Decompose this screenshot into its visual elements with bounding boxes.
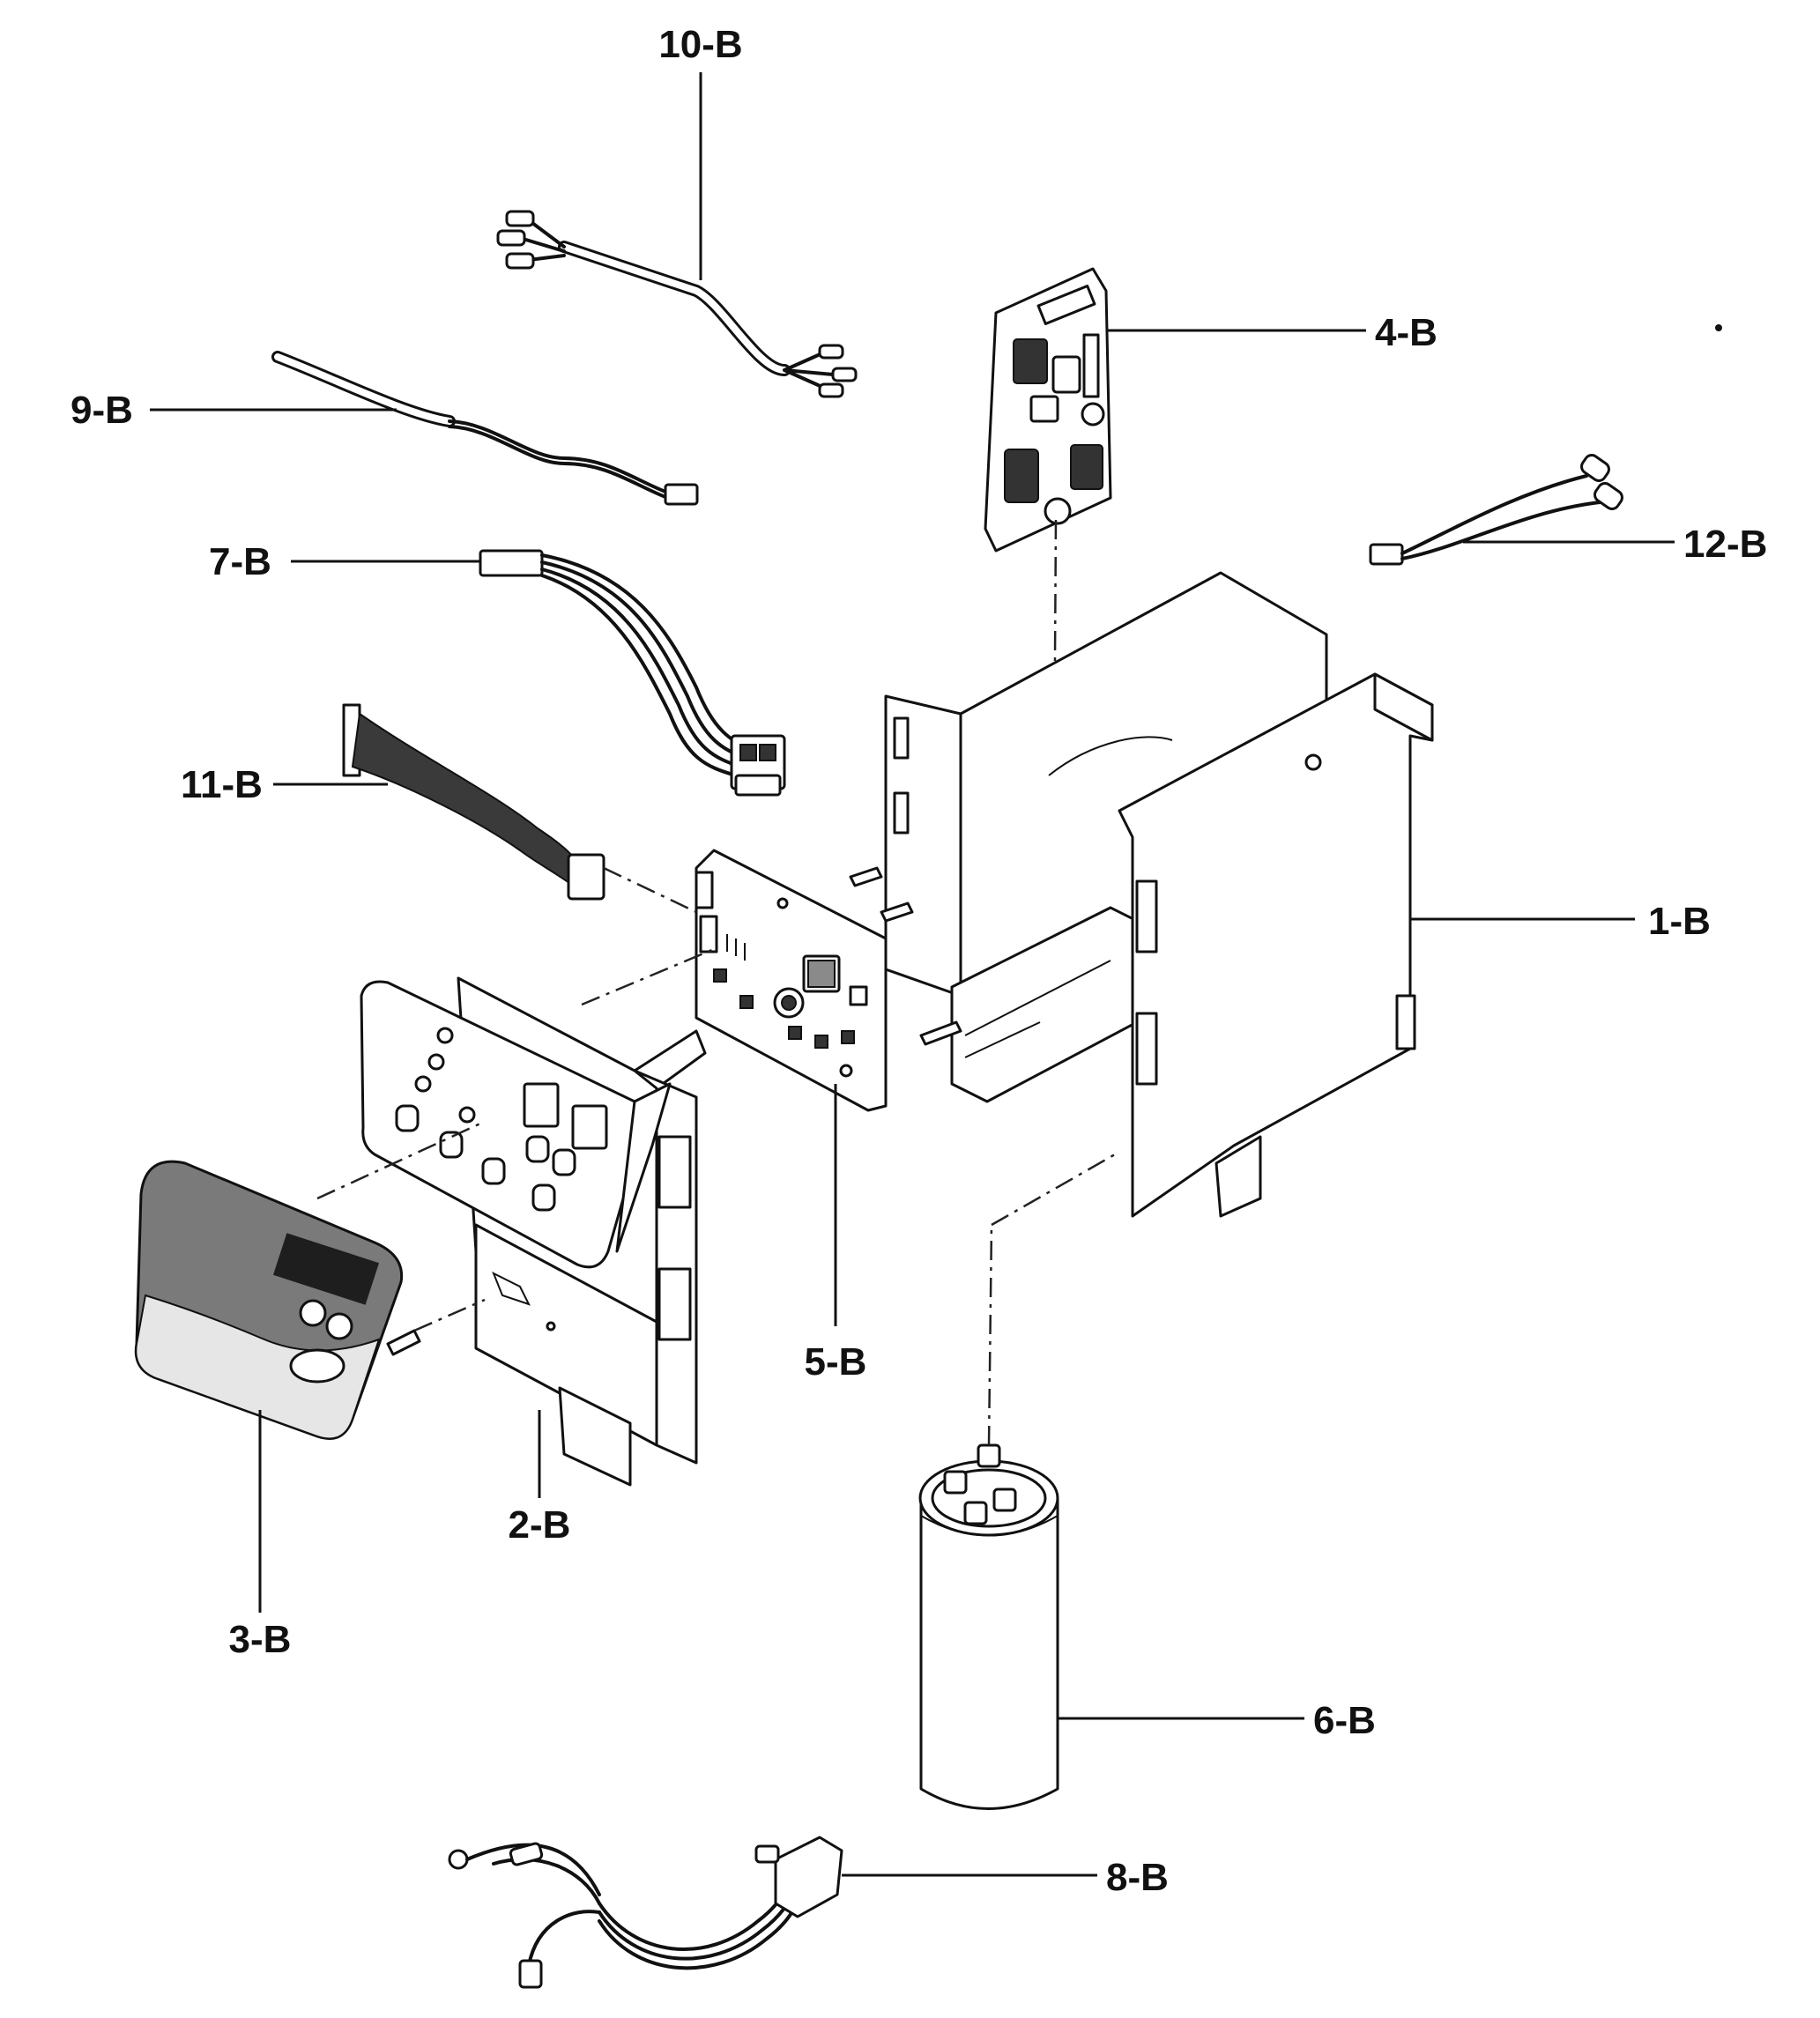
label-10-B: 10-B: [658, 23, 742, 66]
label-7-B: 7-B: [209, 540, 271, 583]
part-5-display-board: [695, 849, 962, 1112]
part-8-power-harness: [448, 1836, 843, 1989]
label-1-B: 1-B: [1648, 900, 1711, 943]
assembly-line-5: [581, 946, 719, 1006]
assembly-line-6b: [991, 1153, 1116, 1227]
assembly-line-3: [316, 1122, 481, 1200]
part-12-small-wire: [1369, 454, 1623, 566]
label-6-B: 6-B: [1313, 1699, 1376, 1742]
part-7-multi-wire-harness: [479, 549, 786, 797]
label-11-B: 11-B: [181, 763, 263, 806]
part-4-control-board: [984, 267, 1112, 553]
label-3-B: 3-B: [229, 1618, 292, 1661]
label-5-B: 5-B: [805, 1340, 867, 1384]
stray-dot: [1715, 324, 1722, 331]
part-3-overlay-label: [134, 1160, 404, 1440]
assembly-line-screw: [413, 1298, 486, 1332]
label-2-B: 2-B: [509, 1503, 571, 1547]
part-1-control-box: [884, 571, 1434, 1218]
assembly-line-6a: [987, 1224, 993, 1446]
label-12-B: 12-B: [1683, 523, 1767, 566]
part-10-wire-harness: [496, 210, 858, 398]
part-11-ribbon-cable: [342, 703, 605, 901]
label-4-B: 4-B: [1375, 311, 1437, 354]
label-8-B: 8-B: [1106, 1856, 1169, 1899]
label-9-B: 9-B: [71, 389, 133, 432]
assembly-line-11: [603, 866, 697, 914]
part-6-capacitor: [918, 1443, 1059, 1810]
part-9-sensor-wire: [271, 351, 699, 506]
keypad-bezel: [360, 980, 672, 1269]
